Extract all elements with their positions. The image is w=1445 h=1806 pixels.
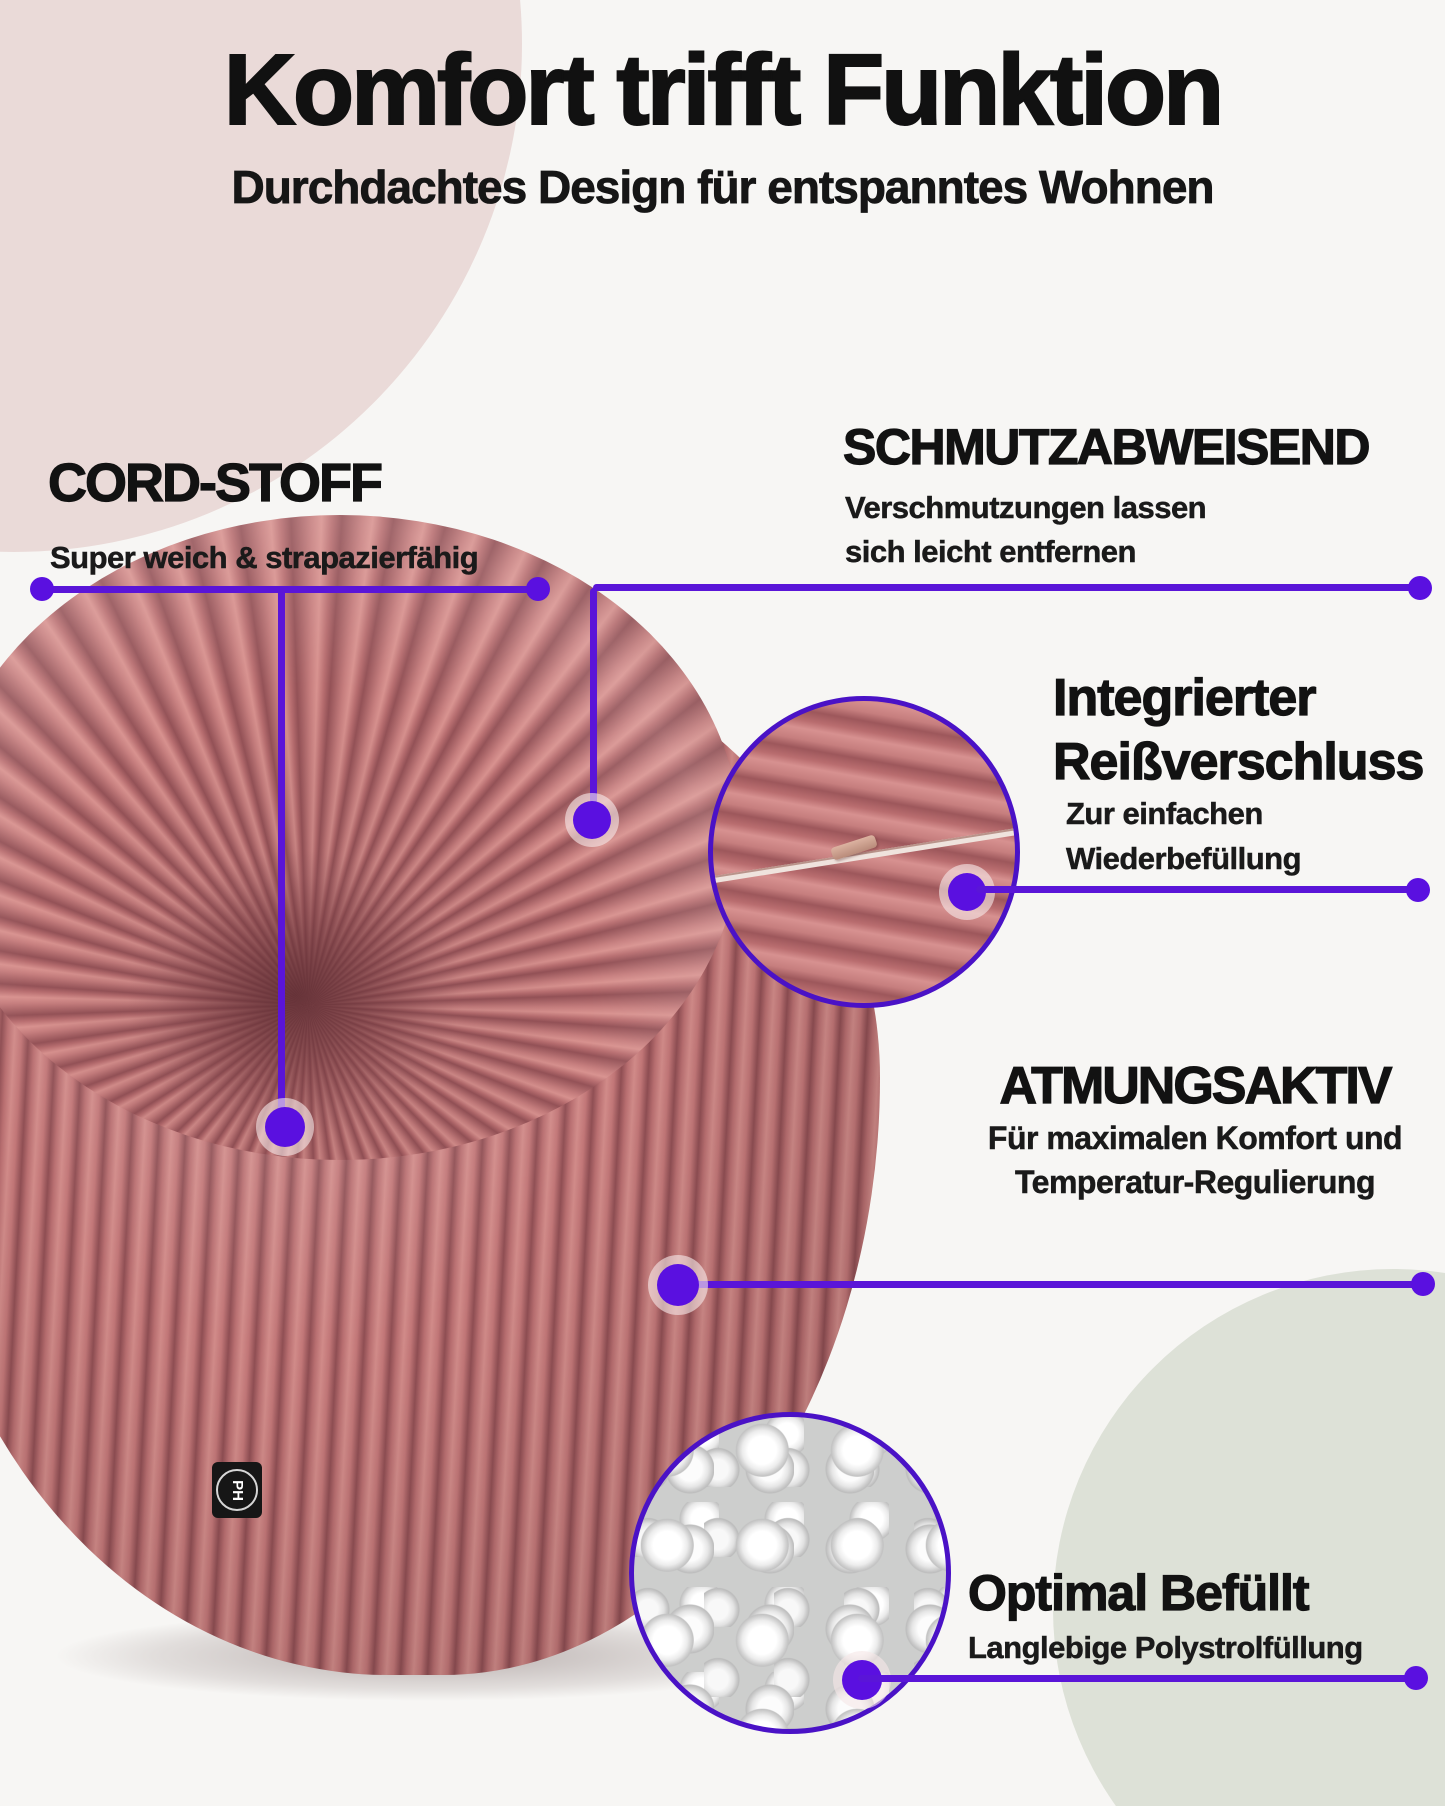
schmutz-connector-line-vertical [590, 588, 597, 804]
schmutz-connector-line-horizontal [593, 584, 1420, 591]
zipper-connector-line [976, 886, 1418, 893]
callout-subtitle-reissverschluss-line1: Zur einfachen [1066, 796, 1264, 832]
cord-line-end-dot-left [30, 577, 54, 601]
brand-label: PH [212, 1462, 262, 1518]
page-subtitle: Durchdachtes Design für entspanntes Wohn… [231, 161, 1215, 214]
callout-title-optimal-befuellt: Optimal Befüllt [967, 1564, 1310, 1621]
brand-label-text: PH [228, 1479, 246, 1501]
callout-title-reissverschluss-line2: Reißverschluss [1052, 732, 1425, 791]
callout-subtitle-optimal-befuellt: Langlebige Polystrolfüllung [968, 1630, 1364, 1666]
cord-marker-dot [256, 1098, 314, 1156]
cord-connector-line-vertical [278, 589, 285, 1134]
callout-subtitle-atmungsaktiv-line2: Temperatur-Regulierung [1015, 1164, 1376, 1201]
fill-connector-line [858, 1675, 1416, 1682]
page-title: Komfort trifft Funktion [223, 34, 1225, 146]
atmung-marker-dot [648, 1255, 708, 1315]
schmutz-line-end-dot [1408, 576, 1432, 600]
callout-title-cord-stoff: CORD-STOFF [47, 452, 383, 513]
callout-subtitle-schmutzabweisend-line2: sich leicht entfernen [845, 534, 1137, 570]
brand-label-ring: PH [216, 1469, 258, 1511]
callout-subtitle-cord-stoff: Super weich & strapazierfähig [50, 540, 479, 576]
callout-title-atmungsaktiv: ATMUNGSAKTIV [999, 1056, 1393, 1115]
zipper-line-end-dot [1406, 878, 1430, 902]
cord-connector-line-horizontal [42, 586, 538, 593]
filling-beads-inset [629, 1412, 951, 1734]
fill-line-end-dot [1404, 1666, 1428, 1690]
callout-subtitle-reissverschluss-line2: Wiederbefüllung [1066, 841, 1302, 877]
cord-line-end-dot-right [526, 577, 550, 601]
callout-subtitle-atmungsaktiv-line1: Für maximalen Komfort und [987, 1120, 1403, 1157]
zipper-detail-inset [708, 696, 1020, 1008]
callout-title-schmutzabweisend: SCHMUTZABWEISEND [842, 418, 1371, 475]
atmung-line-end-dot [1411, 1272, 1435, 1296]
callout-subtitle-schmutzabweisend-line1: Verschmutzungen lassen [845, 490, 1207, 526]
schmutz-marker-dot [565, 793, 619, 847]
callout-title-reissverschluss-line1: Integrierter [1052, 668, 1317, 727]
callout-title-reissverschluss: Integrierter Reißverschluss [1052, 666, 1425, 794]
atmung-connector-line [690, 1281, 1423, 1288]
green-background-circle [1053, 1269, 1445, 1806]
